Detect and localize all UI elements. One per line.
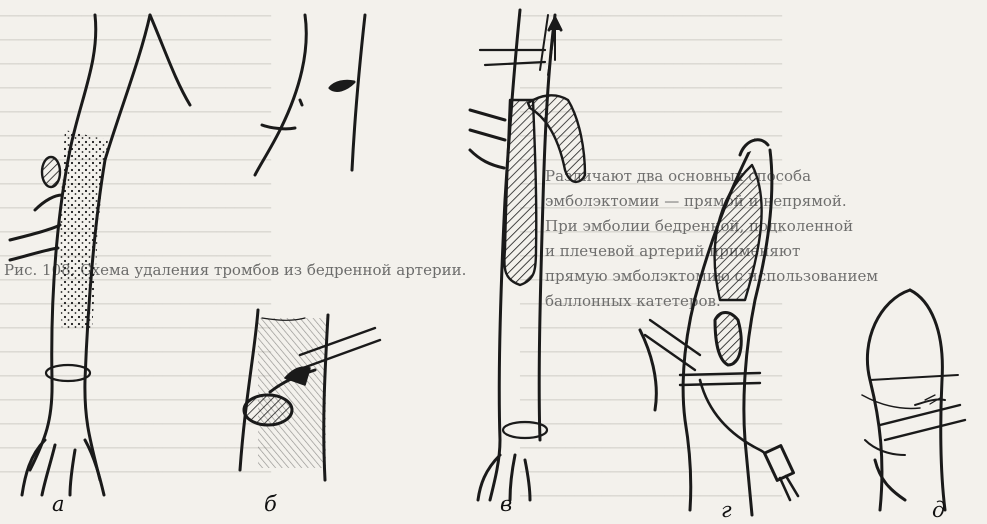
panel-b-top-drawing [255, 15, 365, 175]
panel-label-d: д [932, 498, 945, 522]
panel-d-drawing [862, 290, 965, 510]
panel-a-drawing [10, 15, 190, 495]
panel-label-a: а [52, 492, 65, 516]
panel-g-drawing [640, 140, 798, 515]
panel-label-g: г [721, 498, 732, 522]
panel-label-v: в [500, 492, 512, 516]
panel-b-bottom-drawing [240, 310, 380, 480]
panel-label-b: б [264, 492, 277, 516]
panel-v-drawing [470, 10, 585, 500]
